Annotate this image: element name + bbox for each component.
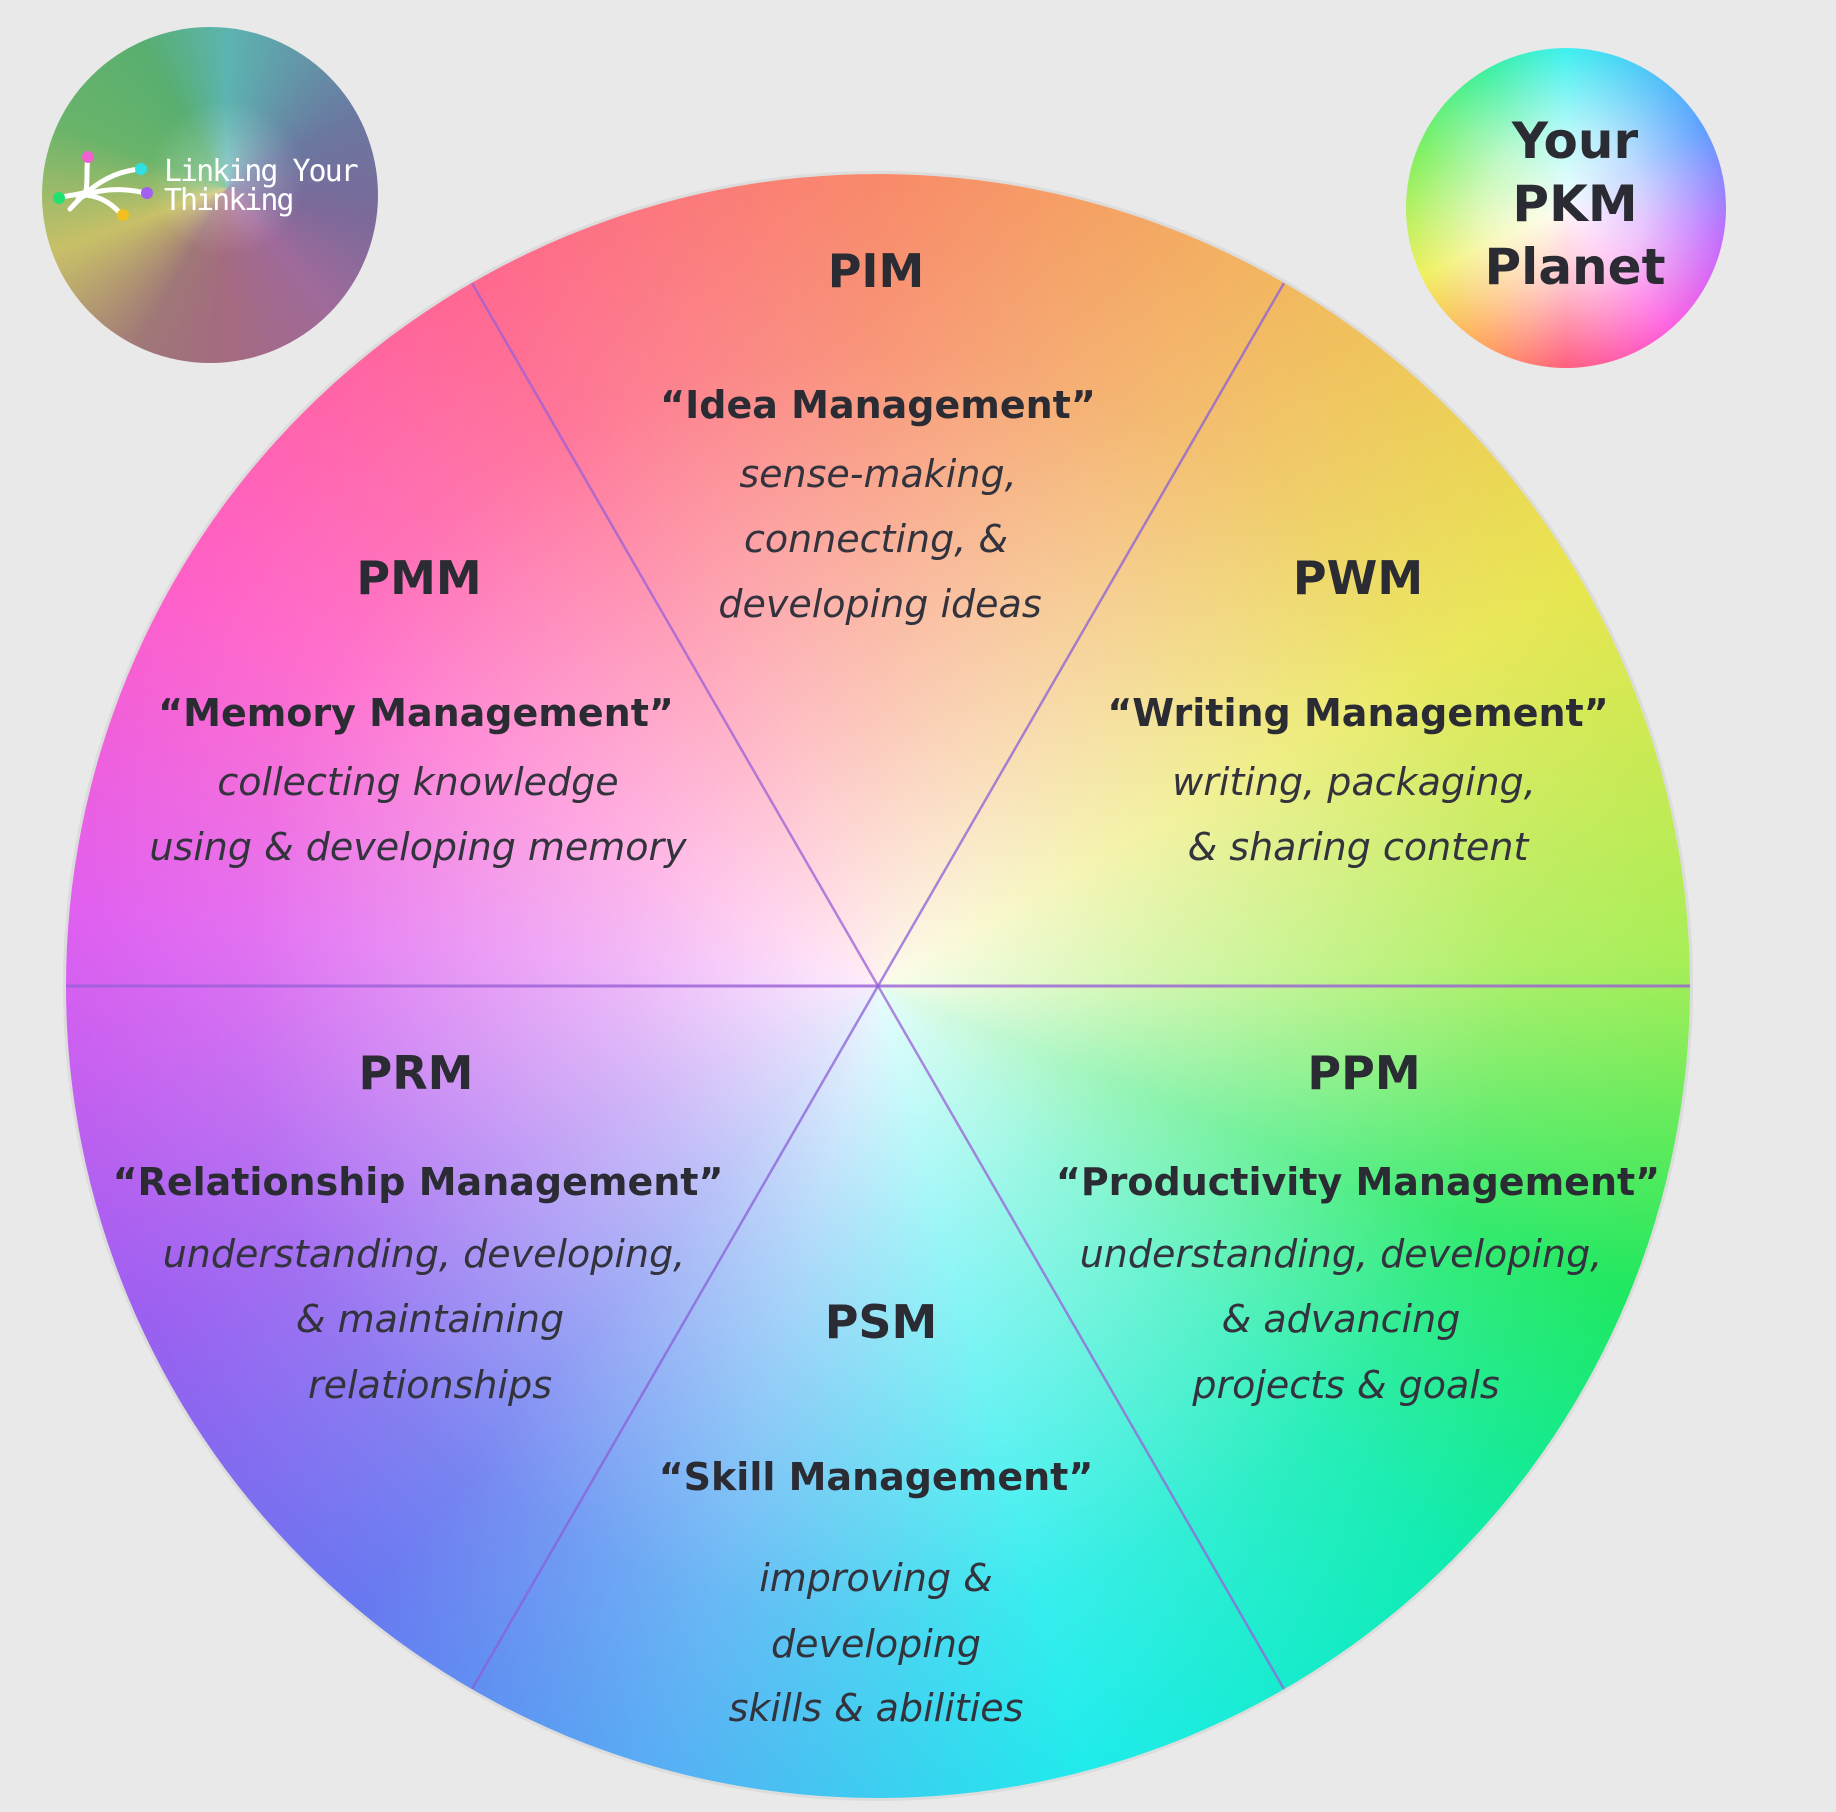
logo-branch-icon [53,151,153,221]
ppm-desc-3: projects & goals [1192,1363,1500,1407]
pkm-planet-badge [1406,48,1726,368]
pim-desc-1: sense-making, [739,452,1017,496]
prm-desc-2: & maintaining [295,1297,565,1341]
wheel-dividers [66,282,1690,1690]
pwm-desc-1: writing, packaging, [1172,760,1536,804]
psm-name: “Skill Management” [658,1455,1094,1499]
pmm-desc-2: using & developing memory [149,825,687,869]
logo-text: Linking Your Thinking [164,154,359,218]
pim-desc-3: developing ideas [718,582,1042,626]
psm-desc-1: improving & [759,1556,993,1600]
logo-text-line1: Linking Your [164,154,359,189]
psm-abbr: PSM [824,1295,938,1349]
divider-diagonal-2 [470,282,1286,1690]
pim-name: “Idea Management” [660,383,1096,427]
pim-desc-2: connecting, & [743,517,1009,561]
pmm-desc-1: collecting knowledge [217,760,619,804]
ppm-desc-1: understanding, developing, [1079,1232,1603,1276]
planet-line3: Planet [1484,238,1666,296]
prm-name: “Relationship Management” [112,1160,724,1204]
psm-desc-2: developing [770,1622,982,1666]
pmm-abbr: PMM [356,551,482,605]
prm-abbr: PRM [358,1046,474,1100]
prm-desc-3: relationships [308,1363,552,1407]
pmm-name: “Memory Management” [158,691,674,735]
pwm-abbr: PWM [1292,551,1424,605]
pim-abbr: PIM [827,244,925,298]
pkm-planet-title: Your PKM Planet [1410,110,1740,299]
psm-desc-3: skills & abilities [728,1686,1024,1730]
ppm-desc-2: & advancing [1221,1297,1461,1341]
logo-text-line2: Thinking [164,183,294,218]
prm-desc-1: understanding, developing, [162,1232,686,1276]
pwm-desc-2: & sharing content [1187,825,1529,869]
ppm-abbr: PPM [1307,1046,1421,1100]
pkm-wheel [66,174,1690,1798]
linking-your-thinking-logo: Linking Your Thinking [42,27,378,363]
planet-line2: PKM [1512,175,1638,233]
ppm-name: “Productivity Management” [1055,1160,1661,1204]
planet-line1: Your [1511,112,1639,170]
pwm-name: “Writing Management” [1107,691,1609,735]
